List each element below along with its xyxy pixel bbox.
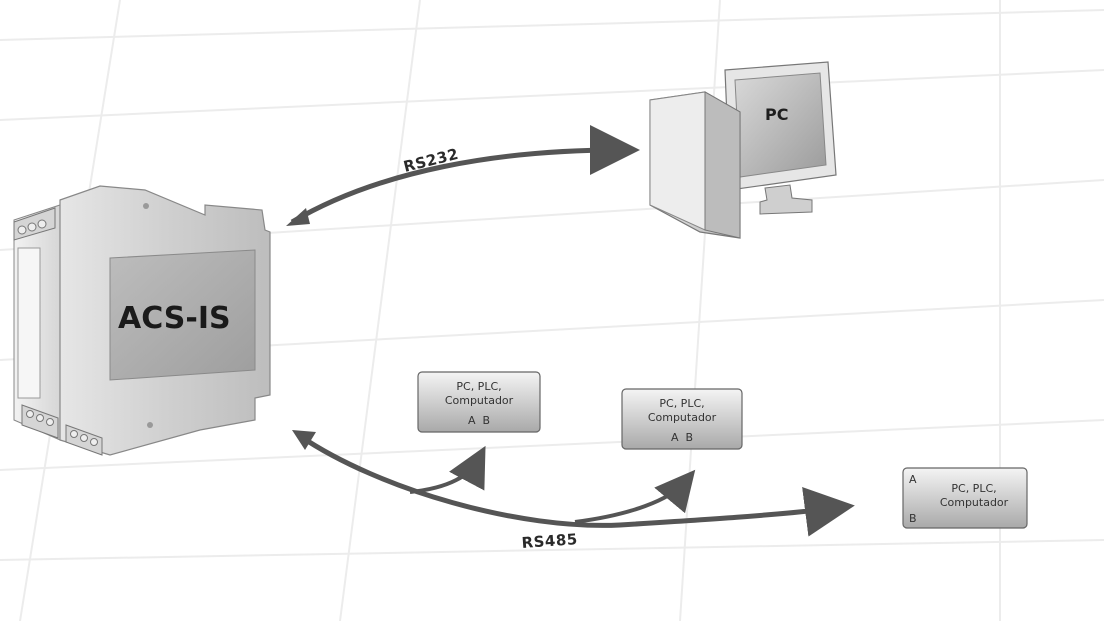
device-screw-bottom	[147, 422, 153, 428]
node-2-pins: A B	[671, 431, 693, 444]
device-screw-top	[143, 203, 149, 209]
node-3-line2: Computador	[940, 496, 1009, 509]
node-2-line2: Computador	[648, 411, 717, 424]
node-box-2: PC, PLC, Computador A B	[621, 388, 743, 450]
pc-tower	[649, 91, 741, 239]
node-3-pin-a: A	[909, 473, 917, 486]
rs485-label: RS485	[521, 530, 578, 552]
node-box-3: A B PC, PLC, Computador	[902, 467, 1028, 529]
device-front-panel	[109, 249, 256, 381]
device-side-window	[17, 247, 41, 399]
monitor-stand	[759, 184, 813, 215]
rs485-arrow-start-head	[292, 430, 316, 450]
rs232-arrow-start-head	[286, 208, 310, 226]
pc-computer: PC	[649, 61, 837, 239]
monitor: PC	[724, 61, 837, 215]
terminal-blocks-bottom	[21, 404, 103, 456]
acs-is-device: ACS-IS	[13, 185, 271, 456]
node-2-line1: PC, PLC,	[659, 397, 704, 410]
node-box-1: PC, PLC, Computador A B	[417, 371, 541, 433]
rs485-link: RS485	[292, 430, 855, 552]
node-1-line2: Computador	[445, 394, 514, 407]
pc-label: PC	[765, 105, 788, 124]
rs485-branch-2	[574, 469, 696, 524]
rs485-arrow	[298, 433, 855, 537]
node-3-pin-b: B	[909, 512, 917, 525]
device-name: ACS-IS	[118, 301, 231, 336]
rs232-arrow	[290, 125, 640, 225]
node-3-line1: PC, PLC,	[951, 482, 996, 495]
node-1-pins: A B	[468, 414, 490, 427]
node-1-line1: PC, PLC,	[456, 380, 501, 393]
rs485-branch-1	[409, 445, 486, 494]
